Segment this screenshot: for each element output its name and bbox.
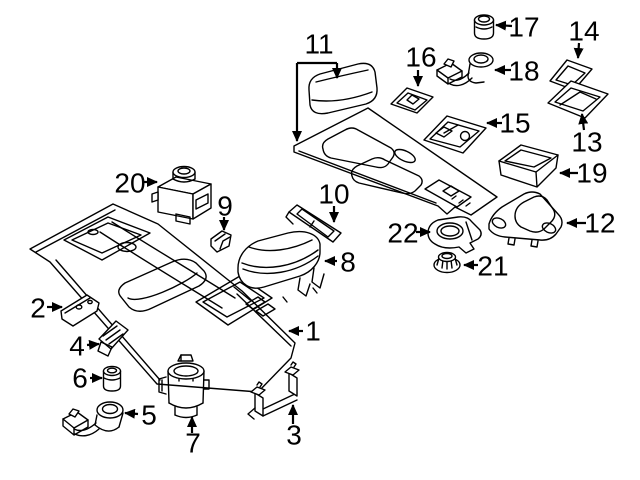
callout-number: 11 <box>304 29 333 60</box>
callout-number: 8 <box>340 247 356 278</box>
callout-5-socket-with-harness[interactable]: 5 <box>124 400 157 431</box>
callout-18-lighter-socket-with-harness[interactable]: 18 <box>494 56 540 87</box>
callout-22-bezel-grommet[interactable]: 22 <box>387 218 431 249</box>
part-7-switch-housing <box>158 354 210 419</box>
callout-arrow <box>86 339 100 350</box>
callout-17-lighter-plug[interactable]: 17 <box>495 12 540 43</box>
part-18-lighter-socket <box>436 52 494 87</box>
callout-7-switch-housing[interactable]: 7 <box>185 416 201 459</box>
callout-9-clip[interactable]: 9 <box>217 191 233 231</box>
part-10-trim-frame <box>285 204 342 243</box>
callout-20-control-switch[interactable]: 20 <box>114 168 158 199</box>
callout-number: 17 <box>508 12 539 43</box>
part-6-socket-cap <box>102 365 122 392</box>
callout-10-trim-frame[interactable]: 10 <box>318 179 350 223</box>
callout-number: 18 <box>508 56 539 87</box>
callout-number: 3 <box>286 420 302 451</box>
callout-number: 14 <box>568 16 599 47</box>
callout-number: 12 <box>584 208 615 239</box>
part-9-clip <box>210 230 232 253</box>
callout-arrow <box>573 42 584 59</box>
part-1-console-body <box>29 203 296 393</box>
part-5-socket-with-harness <box>62 401 124 437</box>
callout-number: 10 <box>318 179 349 210</box>
callout-arrow <box>578 113 589 131</box>
callout-8-armrest-lid[interactable]: 8 <box>324 247 356 278</box>
callout-3-rear-bracket[interactable]: 3 <box>286 404 302 451</box>
callout-2-mounting-bracket[interactable]: 2 <box>30 293 63 324</box>
callout-number: 19 <box>576 158 607 189</box>
callout-16-insert[interactable]: 16 <box>405 42 437 87</box>
callout-21-knurled-knob[interactable]: 21 <box>463 251 509 282</box>
callout-12-shifter-trim[interactable]: 12 <box>566 208 616 239</box>
callout-arrow <box>495 20 513 31</box>
callout-1-console-body[interactable]: 1 <box>288 316 321 347</box>
callout-6-socket-cap[interactable]: 6 <box>72 363 103 394</box>
callout-number: 7 <box>185 428 201 459</box>
callout-number: 6 <box>72 363 88 394</box>
callout-arrow <box>124 408 139 419</box>
part-15-oddments-tray <box>423 115 487 154</box>
callout-number: 5 <box>141 400 157 431</box>
part-19-storage-bin <box>498 144 559 188</box>
parts-layer <box>29 14 609 437</box>
part-17-lighter-plug <box>473 14 495 40</box>
part-12-shifter-trim <box>488 191 563 248</box>
part-21-knurled-knob <box>433 251 461 274</box>
callout-number: 1 <box>305 316 321 347</box>
part-20-control-switch <box>151 165 212 225</box>
callout-14-trim-cover[interactable]: 14 <box>568 16 600 59</box>
callout-number: 16 <box>405 42 436 73</box>
part-8-armrest-lid <box>237 230 325 303</box>
part-11-storage-lid <box>308 62 378 115</box>
callout-number: 13 <box>571 127 602 158</box>
part-22-bezel-grommet <box>427 216 482 254</box>
part-3-rear-bracket <box>247 361 300 420</box>
part-11-trim-panel <box>293 107 498 216</box>
callout-13-storage-tray[interactable]: 13 <box>571 113 603 158</box>
part-16-insert <box>390 87 434 114</box>
callout-number: 15 <box>499 108 530 139</box>
callout-number: 9 <box>217 191 233 222</box>
callout-19-storage-bin[interactable]: 19 <box>559 158 608 189</box>
callout-15-oddments-tray[interactable]: 15 <box>486 108 531 139</box>
callout-number: 22 <box>387 218 418 249</box>
callout-4-ribbed-cover[interactable]: 4 <box>69 331 100 362</box>
callout-number: 2 <box>30 293 46 324</box>
part-13-storage-tray <box>547 80 609 119</box>
callout-11-trim-panel-and-lid[interactable]: 11 <box>292 29 342 142</box>
callout-number: 4 <box>69 331 85 362</box>
callout-number: 20 <box>114 168 145 199</box>
part-2-mounting-bracket <box>60 294 100 327</box>
callout-number: 21 <box>477 251 508 282</box>
